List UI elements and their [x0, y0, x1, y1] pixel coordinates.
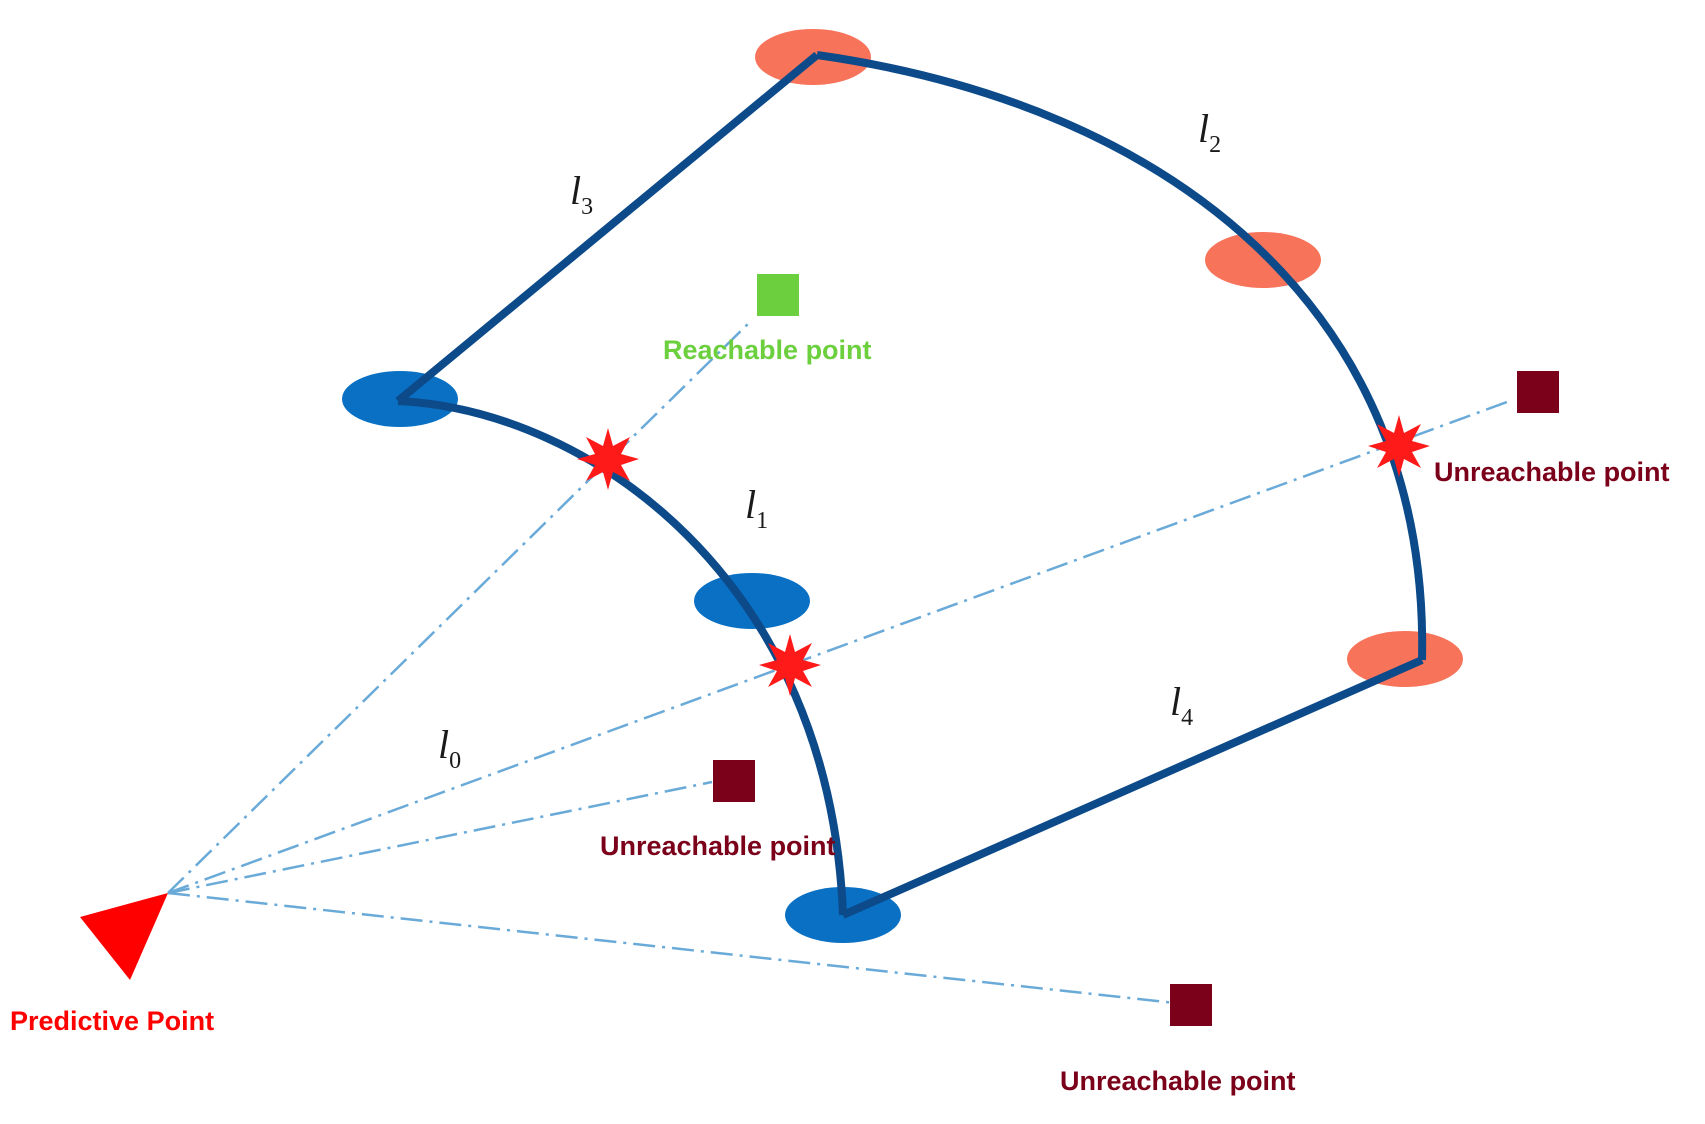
green-square-icon: [757, 274, 799, 316]
ray-to-bottom-unreachable-point: [167, 891, 1176, 1005]
unreachable-point-label: Unreachable point: [1060, 1066, 1296, 1096]
star-icon: [577, 428, 639, 490]
edge-label-l2-subscript: 2: [1209, 132, 1221, 158]
ray-to-middle-unreachable-point: [167, 780, 713, 895]
boundary-edge-l2: [816, 51, 1427, 661]
edge-label-l2-base: l: [1198, 106, 1209, 151]
boundary-edge-l4: [841, 656, 1424, 919]
edge-label-l1-base: l: [745, 482, 756, 527]
unreachable-point-label: Unreachable point: [600, 831, 836, 861]
star-icon: [759, 634, 821, 696]
outer-vertex-right-lower: [1347, 631, 1463, 687]
unreachable-point-label: Unreachable point: [1434, 457, 1670, 487]
dark-red-square-icon: [713, 760, 755, 802]
outer-vertex-right-upper: [1205, 232, 1321, 288]
star-icon: [1368, 415, 1430, 477]
boundary: [395, 51, 1427, 919]
edge-label-l3-subscript: 3: [581, 194, 593, 220]
ray-to-far-unreachable-point: [167, 400, 1508, 895]
edge-label-l4: l4: [1170, 679, 1193, 731]
ray-to-reachable-point: [167, 319, 753, 894]
dark-red-square-icon: [1170, 984, 1212, 1026]
edge-label-l2: l2: [1198, 106, 1221, 158]
dark-red-square-icon: [1517, 371, 1559, 413]
edge-label-l3: l3: [570, 168, 593, 220]
boundary-edge-l3: [395, 51, 820, 405]
vertices: [342, 29, 1463, 943]
rays: [167, 319, 1508, 1005]
edge-label-l4-subscript: 4: [1181, 705, 1193, 731]
reachable-point-label: Reachable point: [663, 335, 872, 365]
edge-label-l0-subscript: 0: [449, 748, 461, 774]
edge-label-l0-base: l: [438, 722, 449, 767]
boundary-edge-l1: [397, 397, 847, 916]
edge-label-l1: l1: [745, 482, 768, 534]
intersections: [577, 415, 1430, 696]
edge-label-l4-base: l: [1170, 679, 1181, 724]
red-triangle-icon: [80, 893, 168, 980]
edge-label-l1-subscript: 1: [756, 508, 768, 534]
inner-vertex-middle: [694, 573, 810, 629]
predictive-point-label: Predictive Point: [10, 1006, 214, 1036]
edge-label-l0: l0: [438, 722, 461, 774]
edge-label-l3-base: l: [570, 168, 581, 213]
